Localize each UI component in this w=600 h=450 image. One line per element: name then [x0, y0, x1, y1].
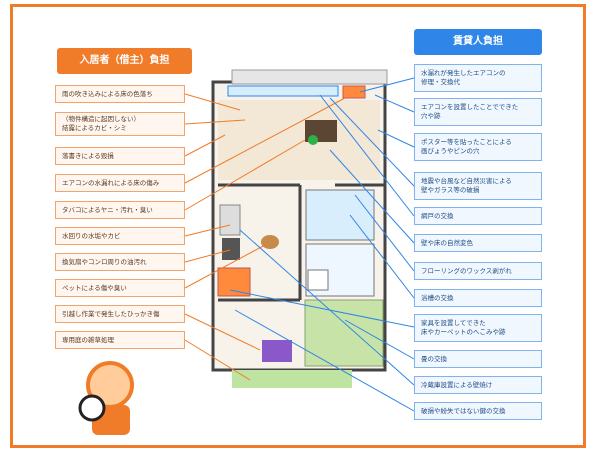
air-conditioner — [342, 85, 366, 99]
landlord-item: ポスター等を貼ったことによる 画びょうやピンの穴 — [414, 133, 542, 161]
tenant-item: 落書きによる毀損 — [55, 147, 185, 165]
landlord-item: 冷蔵庫設置による壁焼け — [414, 376, 542, 394]
tatami-room — [304, 299, 384, 367]
main-room — [218, 100, 380, 180]
landlord-item: 壁や床の自然変色 — [414, 234, 542, 252]
tenant-item: 換気扇やコンロ周りの油汚れ — [55, 253, 185, 271]
tenant-item: （物件構造に起因しない） 結露によるカビ・シミ — [55, 112, 185, 136]
landlord-item: 地震や台風など自然災害による 壁やガラス等の破損 — [414, 172, 542, 200]
tenant-item: エアコンの水漏れによる床の傷み — [55, 174, 185, 192]
dog-illustration — [261, 235, 279, 249]
tenant-item: ペットによる傷や臭い — [55, 279, 185, 297]
kitchen-fridge — [219, 204, 241, 236]
landlord-item: 水漏れが発生したエアコンの 修理・交換代 — [414, 64, 542, 92]
sink — [307, 269, 329, 291]
landlord-burden-title: 賃貸人負担 — [414, 29, 542, 55]
landlord-item: エアコンを設置したことでできた 穴や跡 — [414, 98, 542, 126]
garden — [232, 370, 352, 388]
kitchen-stove — [222, 238, 240, 260]
tenant-burden-title: 入居者（借主）負担 — [57, 48, 192, 74]
window — [227, 85, 339, 97]
no-smoking-sign — [308, 135, 318, 145]
landlord-connectors — [229, 77, 415, 412]
landlord-item: 畳の交換 — [414, 350, 542, 368]
tenant-item: 水回りの水垢やカビ — [55, 227, 185, 245]
tenant-item: 専用庭の雑草処理 — [55, 331, 185, 349]
landlord-item: 浴槽の交換 — [414, 289, 542, 307]
landlord-item: 破損や紛失ではない鍵の交換 — [414, 402, 542, 420]
cardboard-box — [217, 267, 251, 297]
landlord-item: 網戸の交換 — [414, 207, 542, 225]
tenant-item: 雨の吹き込みによる床の色落ち — [55, 85, 185, 103]
magnifier-icon — [78, 394, 106, 422]
purple-rug — [262, 340, 292, 362]
tenant-item: タバコによるヤニ・汚れ・臭い — [55, 201, 185, 219]
tenant-item: 引越し作業で発生したひっかき傷 — [55, 305, 185, 323]
landlord-item: 家具を設置してできた 床やカーペットのへこみや跡 — [414, 314, 542, 342]
tenant-connectors — [184, 93, 346, 381]
balcony — [231, 69, 388, 85]
landlord-item: フローリングのワックス剥がれ — [414, 262, 542, 280]
